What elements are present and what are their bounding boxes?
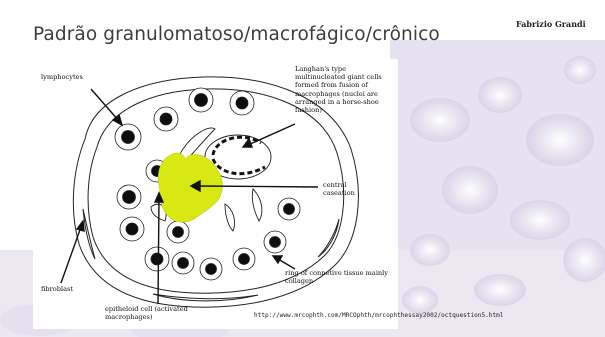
lymphocyte <box>189 88 213 112</box>
lymphocyte <box>278 198 300 220</box>
lymphocyte <box>264 231 286 253</box>
lymphocyte <box>117 185 141 209</box>
label-epithelioid: epitheloid cell (activated macrophages) <box>105 305 221 321</box>
lymphocyte <box>167 221 189 243</box>
lymphocyte <box>233 248 255 270</box>
lymphocyte <box>115 124 141 150</box>
granuloma-diagram: lymphocytes Langhan's type multinucleate… <box>33 59 398 329</box>
label-connective-tissue: ring of connetive tissue mainly collagen <box>285 269 395 285</box>
label-lymphocytes: lymphocytes <box>41 73 83 81</box>
lymphocyte <box>120 217 144 241</box>
author-name: Fabrizio Grandi <box>516 19 586 29</box>
lymphocyte <box>145 247 169 271</box>
slide-title: Padrão granulomatoso/macrofágico/crônico <box>33 24 440 45</box>
lymphocyte <box>154 107 178 131</box>
lymphocyte <box>172 252 194 274</box>
source-url: http://www.mrcophth.com/MRCOphth/mrcopht… <box>254 312 503 319</box>
lymphocyte <box>230 91 254 115</box>
lymphocyte <box>200 258 222 280</box>
label-central-caseation: central caseation <box>323 181 367 197</box>
label-langhans: Langhan's type multinucleated giant cell… <box>295 65 395 114</box>
label-fibroblast: fibroblast <box>41 285 73 293</box>
